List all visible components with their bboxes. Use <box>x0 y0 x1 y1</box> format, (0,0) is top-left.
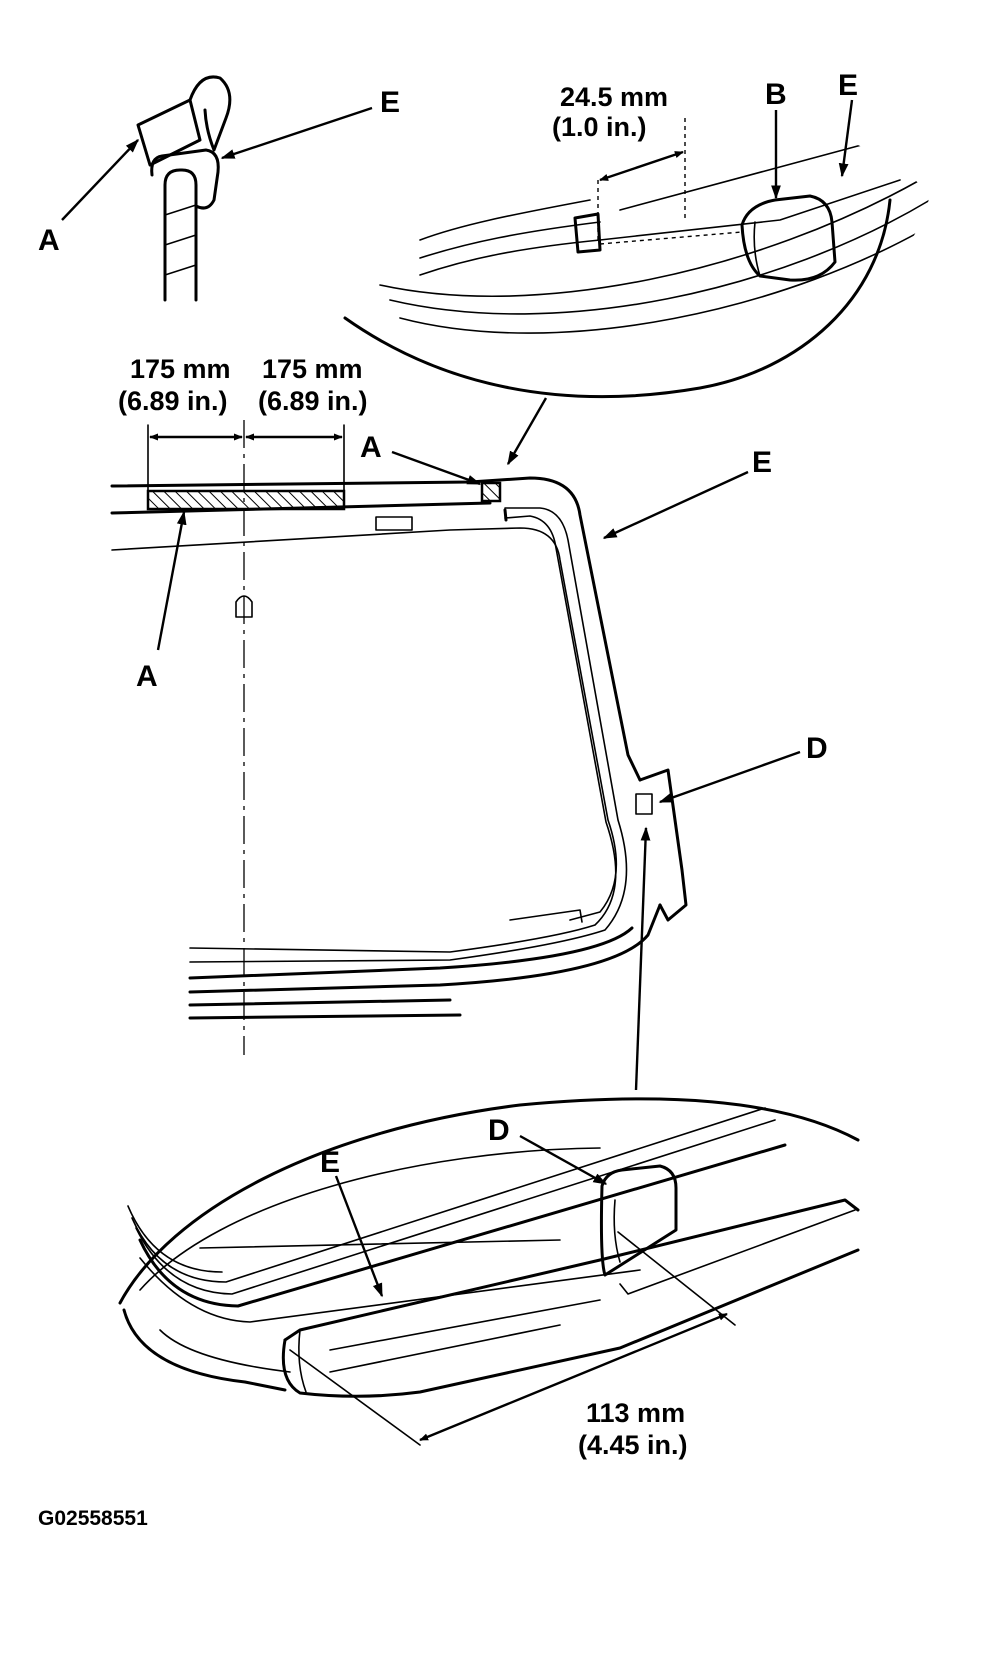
dim-right-mm: 175 mm <box>262 354 363 384</box>
label-a-windshield: A <box>136 660 158 693</box>
label-a-detail: A <box>38 224 60 257</box>
dim-arrow-top <box>599 150 684 182</box>
label-d-pillar: D <box>806 732 828 765</box>
leader-d-pillar <box>658 750 801 804</box>
dim-left-mm: 175 mm <box>130 354 231 384</box>
cross-section-detail <box>136 75 232 302</box>
detail-callout-arrow-bottom <box>634 826 651 1091</box>
label-e-top: E <box>838 69 858 102</box>
label-e-windshield: E <box>752 446 772 479</box>
bottom-pillar-detail <box>118 1097 860 1398</box>
dim-arrow-bottom <box>419 1312 728 1442</box>
adhesive-tape-a <box>146 489 346 511</box>
leader-a-windshield <box>156 510 187 651</box>
dim-bottom-in: (4.45 in.) <box>578 1430 688 1460</box>
figure-id: G02558551 <box>38 1507 148 1530</box>
dim-top-in: (1.0 in.) <box>552 112 647 142</box>
dim-left-in: (6.89 in.) <box>118 386 228 416</box>
label-d-bottom: D <box>488 1114 510 1147</box>
leader-a-top-mark <box>391 450 482 486</box>
leader-e-detail <box>220 106 373 160</box>
dim-top-mm: 24.5 mm <box>560 82 668 112</box>
detail-callout-arrow <box>506 397 548 466</box>
dim-extension-bottom-a <box>289 1349 421 1446</box>
leader-d-bottom <box>519 1134 608 1186</box>
leader-a-detail <box>61 138 139 221</box>
leader-e-top <box>838 99 854 178</box>
label-b-top: B <box>765 78 787 111</box>
top-corner-detail <box>343 139 930 399</box>
label-e-bottom: E <box>320 1146 340 1179</box>
spacer-a-mark <box>480 481 502 503</box>
windshield-main-view <box>110 420 688 1055</box>
label-a-top-mark: A <box>360 431 382 464</box>
dim-right-in: (6.89 in.) <box>258 386 368 416</box>
dim-bottom-mm: 113 mm <box>586 1398 685 1428</box>
leader-e-windshield <box>602 470 749 540</box>
leader-e-bottom <box>334 1175 384 1298</box>
label-e-detail: E <box>380 86 400 119</box>
dim-extension-bottom-b <box>617 1231 736 1326</box>
